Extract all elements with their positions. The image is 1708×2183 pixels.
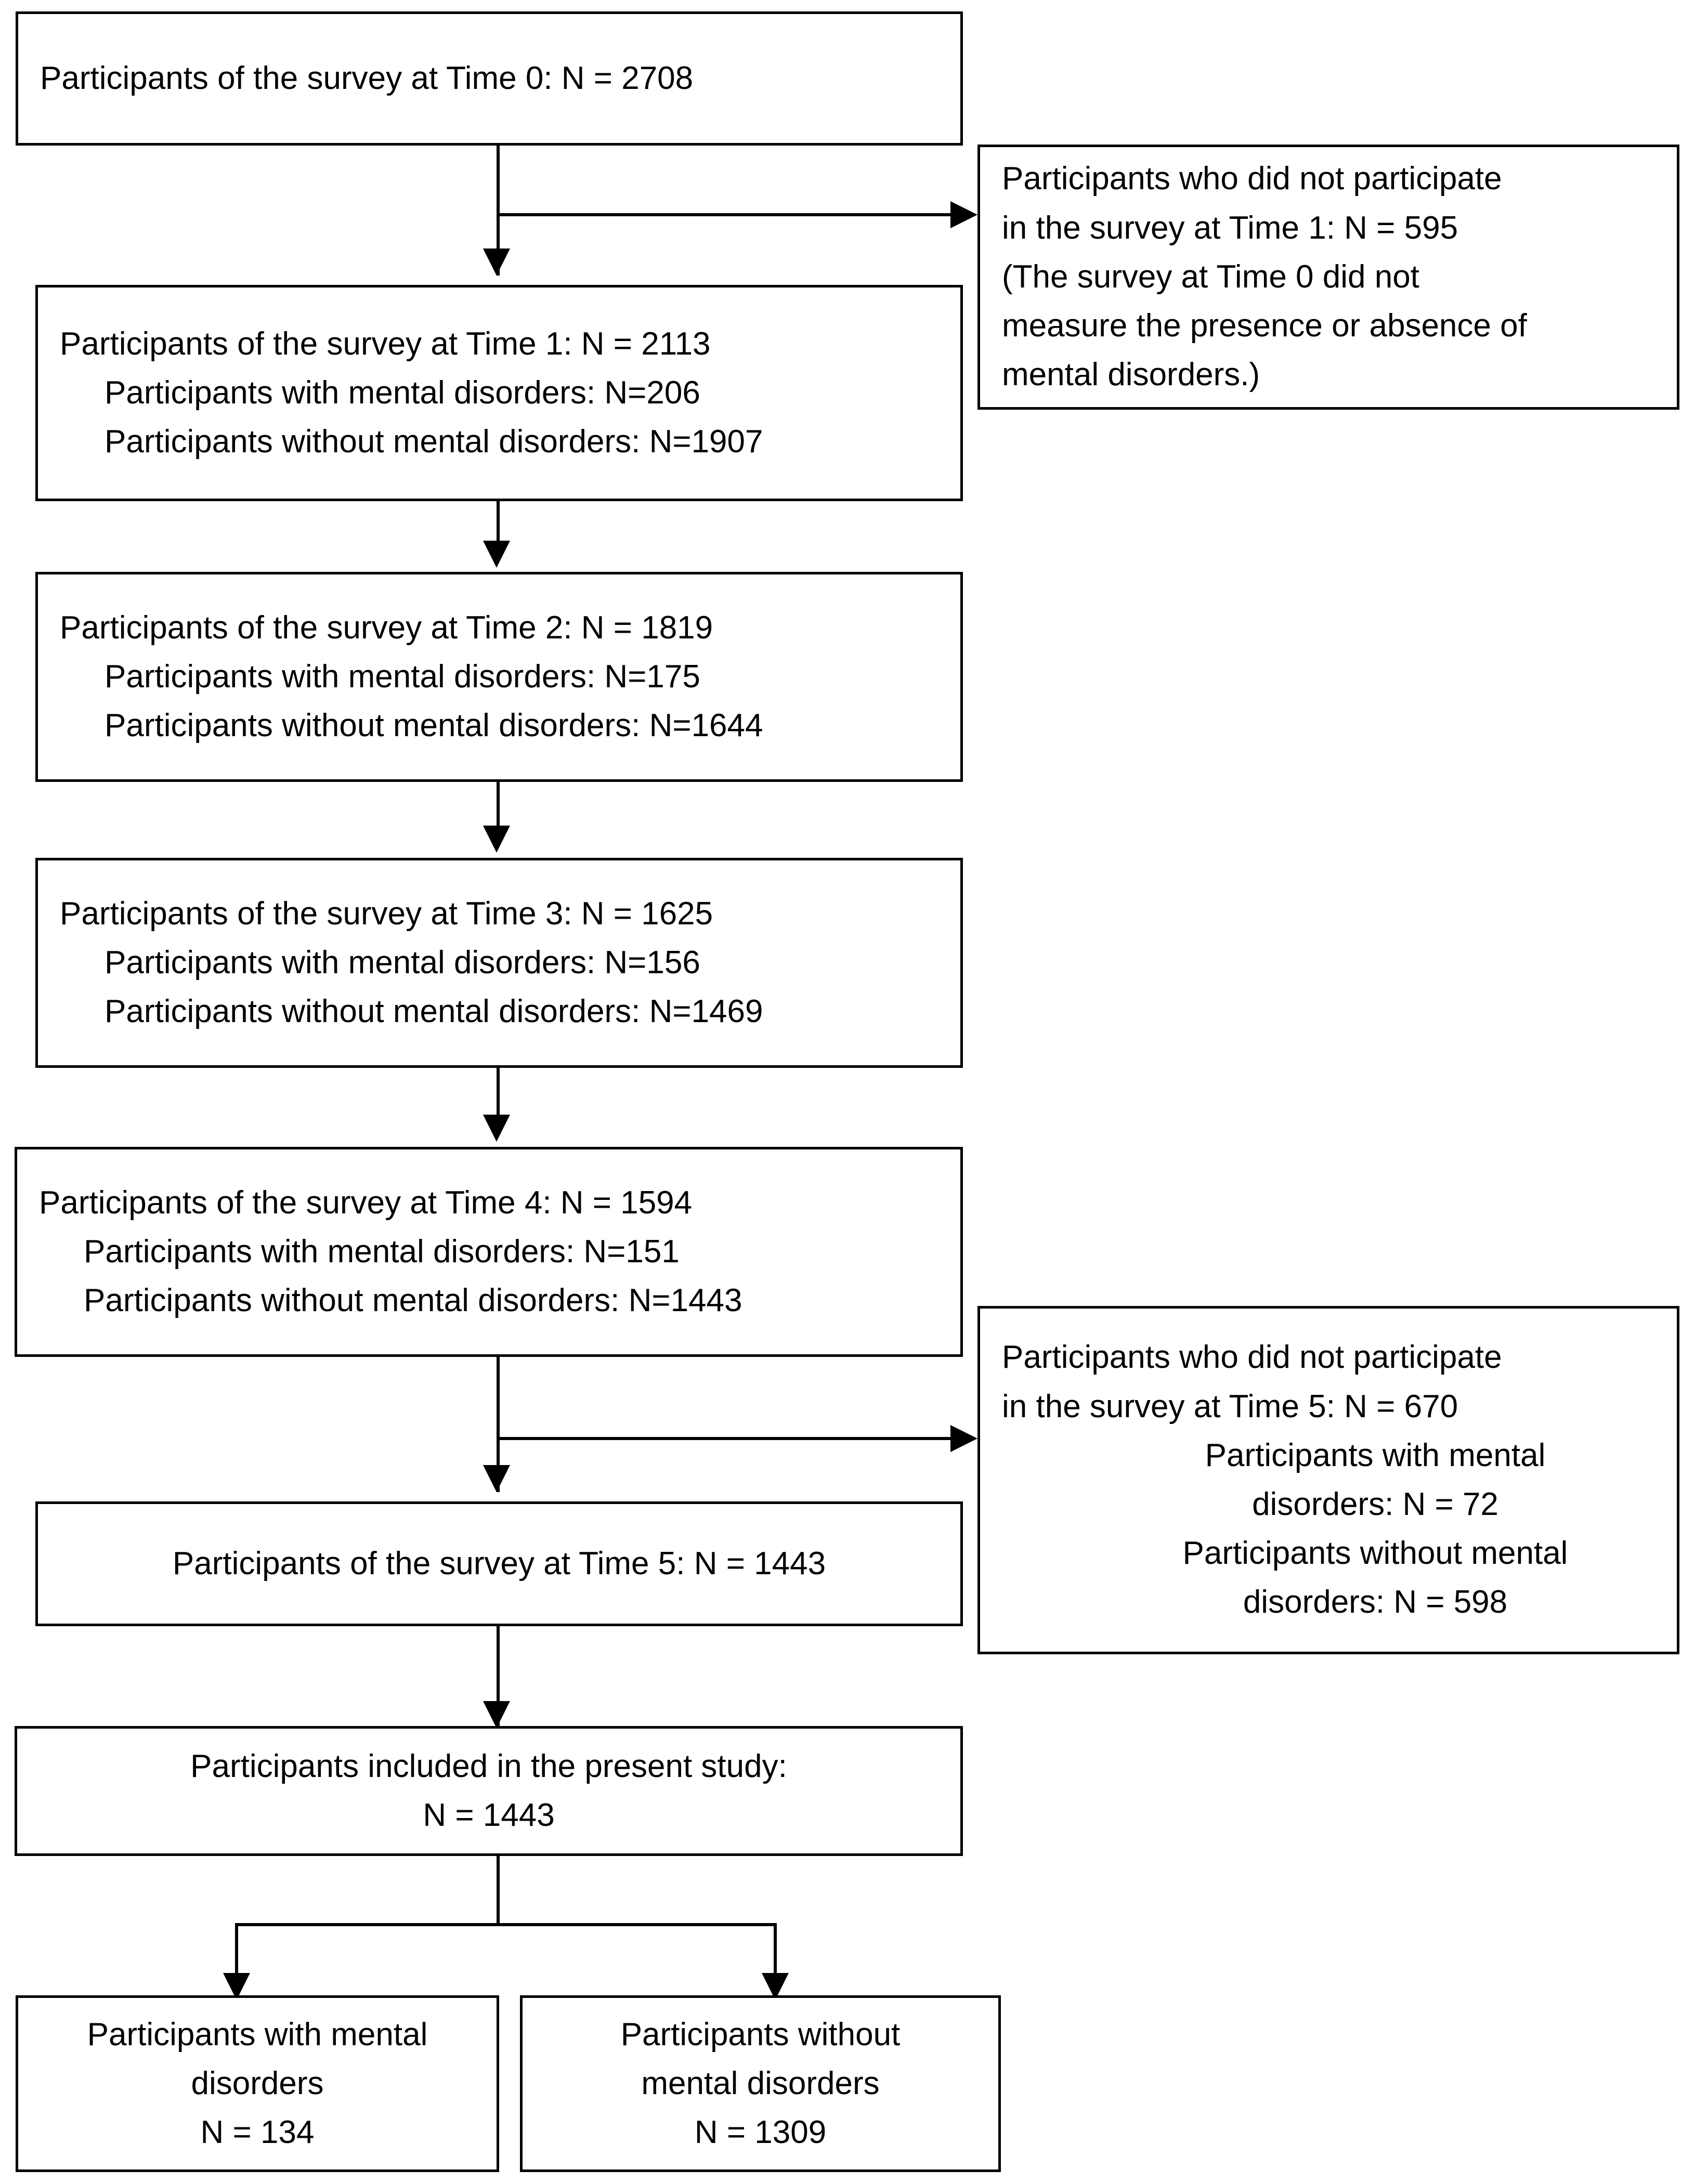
arrow-time0-to-time1 <box>483 249 510 276</box>
box-dropout-time-1-line-5: mental disorders.) <box>1002 357 1260 393</box>
box-dropout-time-5-line-2: in the survey at Time 5: N = 670 <box>1002 1388 1458 1424</box>
arrow-time3-to-time4 <box>483 1115 510 1142</box>
box-without-mental-disorders-line-3: N = 1309 <box>694 2114 827 2151</box>
box-dropout-time-1-line-3: (The survey at Time 0 did not <box>1002 258 1419 295</box>
box-time-4-line-3: Participants without mental disorders: N… <box>84 1283 742 1319</box>
box-time-0: Participants of the survey at Time 0: N … <box>16 11 963 146</box>
connector-time5-to-included-stem <box>497 1626 500 1730</box>
box-time-2: Participants of the survey at Time 2: N … <box>35 572 963 782</box>
arrow-time4-to-dropout5 <box>950 1425 977 1452</box>
box-time-3-line-1: Participants of the survey at Time 3: N … <box>60 895 713 932</box>
box-time-1-line-2: Participants with mental disorders: N=20… <box>105 374 700 411</box>
connector-time3-to-time4-stem <box>497 1068 500 1120</box>
arrow-time5-to-included <box>483 1701 510 1728</box>
connector-time4-to-time5-stem <box>497 1357 500 1492</box>
connector-included-split-stem <box>497 1856 500 1926</box>
box-without-mental-disorders: Participants without mental disorders N … <box>520 1995 1001 2172</box>
box-dropout-time-5-line-4: disorders: N = 72 <box>1252 1486 1498 1522</box>
box-with-mental-disorders-line-3: N = 134 <box>200 2114 315 2151</box>
box-time-0-line-1: Participants of the survey at Time 0: N … <box>40 60 694 96</box>
connector-split-left-drop <box>235 1923 238 1980</box>
box-dropout-time-1-line-1: Participants who did not participate <box>1002 161 1502 197</box>
box-time-2-line-2: Participants with mental disorders: N=17… <box>105 658 700 695</box>
box-with-mental-disorders-line-1: Participants with mental <box>87 2016 428 2053</box>
box-time-5: Participants of the survey at Time 5: N … <box>35 1501 963 1626</box>
box-dropout-time-5-line-1: Participants who did not participate <box>1002 1339 1502 1376</box>
box-dropout-time-5-line-3: Participants with mental <box>1205 1437 1546 1473</box>
arrow-time2-to-time3 <box>483 826 510 853</box>
box-time-2-line-1: Participants of the survey at Time 2: N … <box>60 609 713 646</box>
box-with-mental-disorders-line-2: disorders <box>191 2065 324 2101</box>
box-dropout-time-5-line-6: disorders: N = 598 <box>1243 1584 1508 1620</box>
box-time-4-line-1: Participants of the survey at Time 4: N … <box>39 1184 693 1221</box>
box-dropout-time-5: Participants who did not participate in … <box>977 1306 1679 1654</box>
box-dropout-time-1-line-2: in the survey at Time 1: N = 595 <box>1002 210 1458 246</box>
arrow-time4-to-time5 <box>483 1465 510 1492</box>
box-time-1-line-3: Participants without mental disorders: N… <box>105 424 763 460</box>
connector-time1-to-time2-stem <box>497 501 500 548</box>
box-included-in-study-line-2: N = 1443 <box>423 1797 555 1833</box>
connector-time4-to-dropout5-line <box>497 1437 954 1440</box>
box-dropout-time-1-line-4: measure the presence or absence of <box>1002 308 1527 344</box>
box-dropout-time-5-line-5: Participants without mental <box>1182 1535 1568 1572</box>
arrow-time0-to-dropout1 <box>950 201 977 228</box>
connector-split-right-drop <box>774 1923 777 1980</box>
box-time-3: Participants of the survey at Time 3: N … <box>35 858 963 1068</box>
box-included-in-study-line-1: Participants included in the present stu… <box>190 1748 787 1784</box>
box-without-mental-disorders-line-2: mental disorders <box>641 2065 880 2101</box>
connector-time2-to-time3-stem <box>497 782 500 831</box>
box-time-4-line-2: Participants with mental disorders: N=15… <box>84 1233 680 1270</box>
box-with-mental-disorders: Participants with mental disorders N = 1… <box>16 1995 499 2172</box>
box-dropout-time-1: Participants who did not participate in … <box>977 145 1679 410</box>
box-time-2-line-3: Participants without mental disorders: N… <box>105 708 763 744</box>
arrow-time1-to-time2 <box>483 541 510 568</box>
box-included-in-study: Participants included in the present stu… <box>15 1726 963 1856</box>
connector-included-split-bar <box>235 1923 777 1926</box>
box-time-5-line-1: Participants of the survey at Time 5: N … <box>172 1545 826 1581</box>
box-time-3-line-3: Participants without mental disorders: N… <box>105 994 763 1030</box>
connector-time0-to-time1-stem <box>497 146 500 276</box>
box-time-4: Participants of the survey at Time 4: N … <box>15 1147 963 1357</box>
box-without-mental-disorders-line-1: Participants without <box>620 2016 901 2053</box>
box-time-3-line-2: Participants with mental disorders: N=15… <box>105 944 700 981</box>
box-time-1: Participants of the survey at Time 1: N … <box>35 285 963 501</box>
box-time-1-line-1: Participants of the survey at Time 1: N … <box>60 325 711 362</box>
connector-time0-to-dropout1-line <box>497 213 954 216</box>
